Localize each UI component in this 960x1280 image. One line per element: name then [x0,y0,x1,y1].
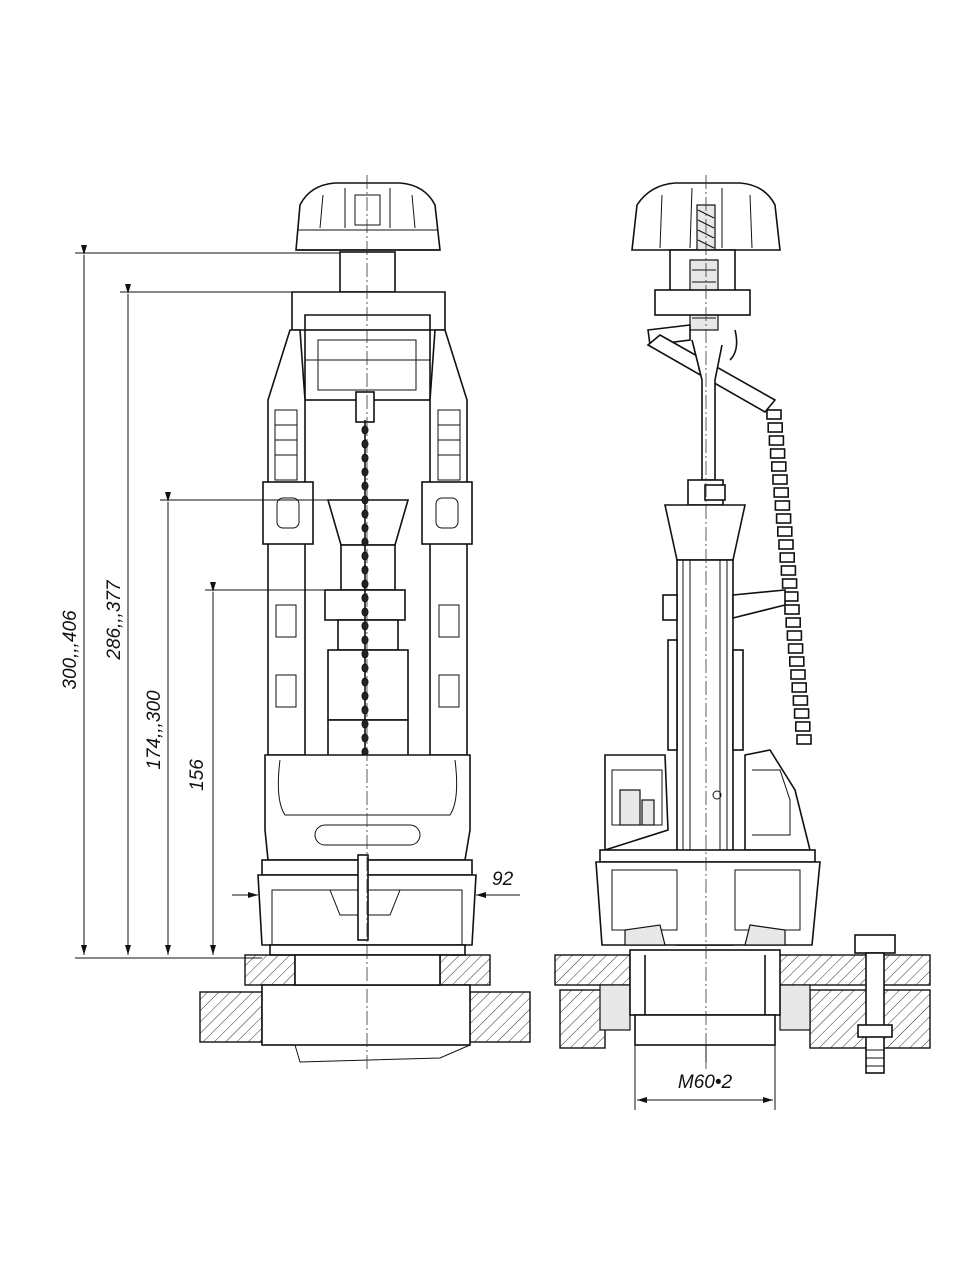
cistern-bottom-section [199,954,531,1063]
chain-link [361,425,369,435]
dim-frame-height: 286,,,377 [104,579,125,661]
chain-link [361,579,369,589]
chain-link [788,656,805,667]
chain-link [361,705,369,715]
chain-link [361,719,369,729]
chain-link [361,467,369,477]
chain-link [778,539,794,550]
side-chain [766,409,812,745]
chain-link [766,409,782,420]
chain [361,420,369,760]
chain-link [767,422,784,433]
chain-link [770,461,787,472]
front-view [199,175,531,1070]
chain-link [361,481,369,491]
chain-link [361,551,369,561]
mounting-bolt[interactable] [854,934,896,1074]
chain-link [786,630,803,641]
chain-link [780,565,797,576]
chain-link [792,695,809,706]
height-clip-left[interactable] [262,481,314,545]
chain-link [361,565,369,575]
chain-link [361,621,369,631]
chain-link [361,663,369,673]
chain-link [772,474,788,485]
chain-link [361,691,369,701]
chain-link [796,734,812,745]
chain-link [775,513,792,524]
chain-link [794,721,811,732]
chain-link [790,669,806,680]
dim-thread: M60•2 [678,1072,733,1093]
chain-link [787,643,804,654]
chain-link [361,593,369,603]
chain-link [361,649,369,659]
chain-link [791,682,808,693]
chain-link [361,523,369,533]
chain-link [361,453,369,463]
chain-link [361,733,369,743]
chain-link [361,509,369,519]
chain-link [779,552,796,563]
chain-link [776,526,793,537]
dim-fixed-height: 156 [187,759,208,791]
chain-link [793,708,810,719]
chain-link [361,495,369,505]
chain-link [781,578,798,589]
chain-link [774,500,791,511]
frame [262,291,473,756]
dim-float-height: 174,,,300 [144,690,165,770]
valve-body-section [595,749,821,946]
chain-link [361,635,369,645]
chain-link [361,439,369,449]
chain-link [769,448,786,459]
height-clip-right[interactable] [421,481,473,545]
chain-link [782,591,799,602]
chain-link [773,487,790,498]
chain-link [784,604,800,615]
dim-overall-height: 300,,,406 [60,610,81,690]
chain-link [768,435,785,446]
chain-link [785,617,802,628]
chain-link [361,607,369,617]
stem [339,251,396,293]
side-section-view [554,175,931,1110]
push-button-knob [295,182,441,251]
dimension-lines [75,245,520,959]
chain-link [361,677,369,687]
chain-link [361,537,369,547]
dim-width: 92 [492,869,514,890]
